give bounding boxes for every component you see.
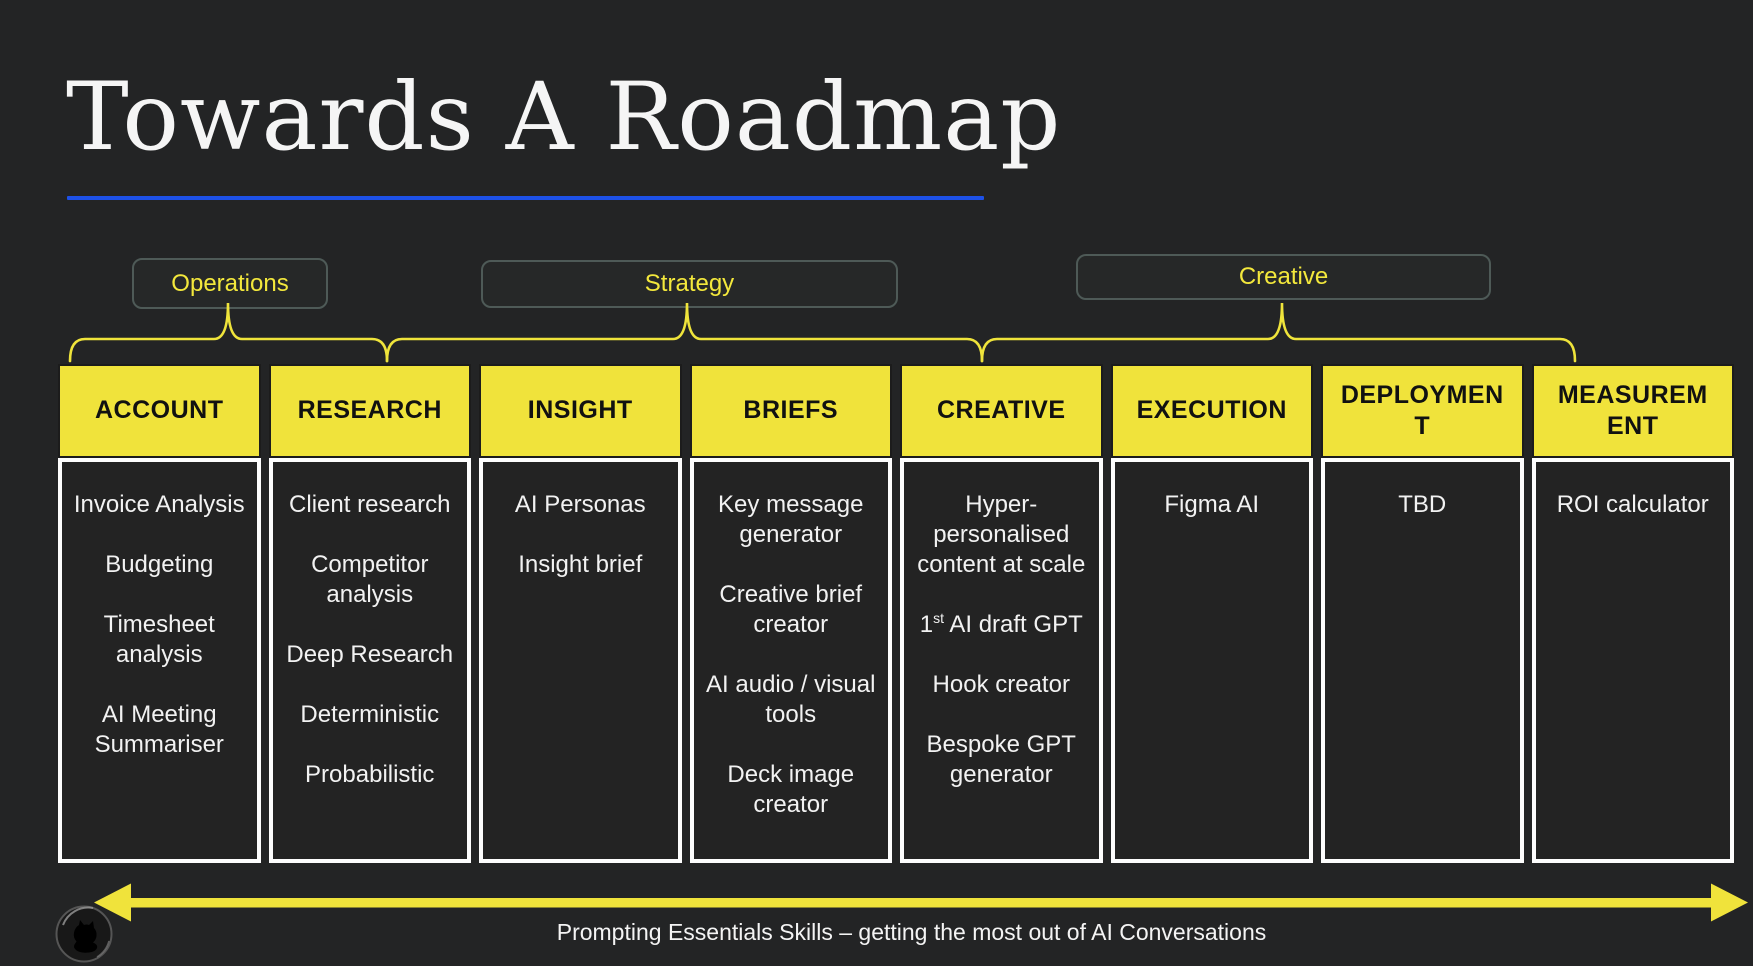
- column-body-deployment: TBD: [1321, 458, 1524, 863]
- cell-item: Client research: [289, 491, 451, 518]
- cell-item: Deterministic: [300, 701, 440, 728]
- column-header-research: RESEARCH: [268, 364, 471, 458]
- cell-item: Figma AI: [1164, 491, 1260, 518]
- page-title: Towards A Roadmap: [66, 63, 1062, 172]
- column-header-deployment: DEPLOYMENT: [1321, 364, 1524, 458]
- column-header-insight: INSIGHT: [479, 364, 682, 458]
- cell-item: Budgeting: [105, 551, 214, 578]
- brace-strategy: [385, 302, 984, 363]
- column-header-briefs: BRIEFS: [689, 364, 892, 458]
- cell-item: Probabilistic: [305, 761, 435, 788]
- column-header-execution: EXECUTION: [1110, 364, 1313, 458]
- cell-item: Hyper-personalised content at scale: [917, 491, 1086, 578]
- column-header-account: ACCOUNT: [58, 364, 261, 458]
- cell-item: AI Meeting Summariser: [94, 701, 224, 758]
- group-label-strategy-text: Strategy: [644, 270, 735, 297]
- group-label-operations-text: Operations: [171, 269, 289, 297]
- cell-item: Creative brief creator: [719, 581, 863, 638]
- cell-item: 1st AI draft GPT: [919, 610, 1083, 638]
- cat-silhouette: [73, 920, 98, 953]
- cell-item: AI Personas: [514, 491, 646, 518]
- cell-item: TBD: [1398, 491, 1447, 518]
- cell-item: Key message generator: [718, 491, 864, 548]
- group-label-creative-text: Creative: [1238, 263, 1329, 290]
- cell-item: Competitor analysis: [311, 551, 429, 608]
- cell-item: Timesheet analysis: [103, 611, 215, 668]
- cell-item: ROI calculator: [1556, 491, 1709, 518]
- brace-creative: [980, 302, 1577, 363]
- group-label-strategy: Strategy: [481, 260, 898, 308]
- cat-logo-icon: [55, 905, 113, 963]
- column-body-measurement: ROI calculator: [1531, 458, 1734, 863]
- title-underline: [67, 196, 984, 200]
- cell-item: AI audio / visual tools: [706, 671, 876, 728]
- column-body-execution: Figma AI: [1110, 458, 1313, 863]
- cell-item: Deep Research: [286, 641, 454, 668]
- column-header-measurement: MEASUREMENT: [1531, 364, 1734, 458]
- column-header-creative: CREATIVE: [900, 364, 1103, 458]
- cell-item: Deck image creator: [727, 761, 855, 818]
- column-body-creative: Hyper-personalised content at scale 1st A…: [900, 458, 1103, 863]
- cell-item: Invoice Analysis: [73, 491, 245, 518]
- brace-operations: [68, 302, 389, 363]
- group-label-creative: Creative: [1076, 254, 1491, 300]
- cell-item: Hook creator: [932, 671, 1070, 698]
- cell-item: Insight brief: [518, 551, 643, 578]
- footer-caption: Prompting Essentials Skills – getting th…: [556, 919, 1267, 945]
- group-label-operations: Operations: [132, 258, 328, 309]
- arrow-right-head: [1711, 883, 1748, 922]
- skills-arrow: [94, 883, 1748, 922]
- cell-item: Bespoke GPT generator: [926, 731, 1076, 788]
